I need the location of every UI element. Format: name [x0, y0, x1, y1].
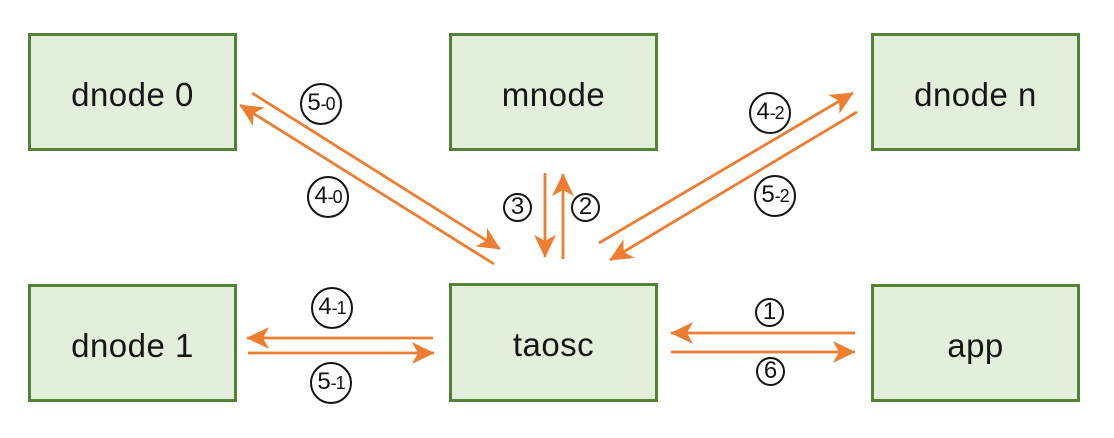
edge-label-4-2-suffix: -2 [769, 103, 785, 123]
edge-label-4-0-suffix: -0 [327, 187, 343, 207]
edge-label-6-main: 6 [763, 357, 778, 384]
node-app-label: app [947, 326, 1004, 364]
edge-label-4-0-main: 4 [314, 182, 328, 209]
node-dnoden: dnode n [871, 33, 1080, 151]
node-dnode1: dnode 1 [28, 284, 237, 402]
edge-label-2-main: 2 [578, 193, 593, 220]
arrow-taosc-to-dnode0 [239, 103, 495, 266]
edge-label-4-2: 4-2 [749, 92, 791, 134]
node-taosc: taosc [449, 283, 658, 402]
edge-label-6: 6 [756, 357, 785, 386]
edge-label-1: 1 [755, 298, 784, 327]
arrow-dnoden-to-taosc [609, 110, 858, 262]
node-mnode: mnode [449, 33, 658, 151]
edge-label-5-2-main: 5 [761, 181, 775, 208]
edge-label-4-2-main: 4 [756, 98, 770, 125]
node-app: app [871, 284, 1080, 402]
edge-label-5-0-main: 5 [307, 89, 321, 116]
node-dnoden-label: dnode n [914, 75, 1037, 113]
edge-label-5-1-suffix: -1 [330, 373, 346, 393]
node-dnode0-label: dnode 0 [71, 75, 194, 113]
edge-label-4-1-suffix: -1 [331, 298, 347, 318]
edge-label-2: 2 [571, 193, 600, 222]
edge-label-5-2: 5-2 [754, 175, 796, 217]
edge-label-1-main: 1 [762, 298, 777, 325]
node-mnode-label: mnode [501, 75, 606, 113]
arrow-taosc-to-dnoden [598, 91, 854, 245]
edge-label-3: 3 [503, 193, 532, 222]
arrow-dnode0-to-taosc [251, 91, 501, 251]
edge-label-5-1-main: 5 [317, 368, 331, 395]
edge-label-4-0: 4-0 [307, 176, 349, 218]
node-taosc-label: taosc [512, 326, 595, 363]
edge-label-3-main: 3 [510, 193, 525, 220]
edge-label-5-0-suffix: -0 [320, 94, 336, 114]
edge-label-4-1-main: 4 [318, 293, 332, 320]
node-dnode1-label: dnode 1 [71, 326, 194, 364]
edge-label-5-2-suffix: -2 [774, 186, 790, 206]
edge-label-4-1: 4-1 [311, 287, 353, 329]
edge-label-5-0: 5-0 [300, 83, 342, 125]
edge-label-5-1: 5-1 [310, 362, 352, 404]
node-dnode0: dnode 0 [28, 33, 237, 151]
